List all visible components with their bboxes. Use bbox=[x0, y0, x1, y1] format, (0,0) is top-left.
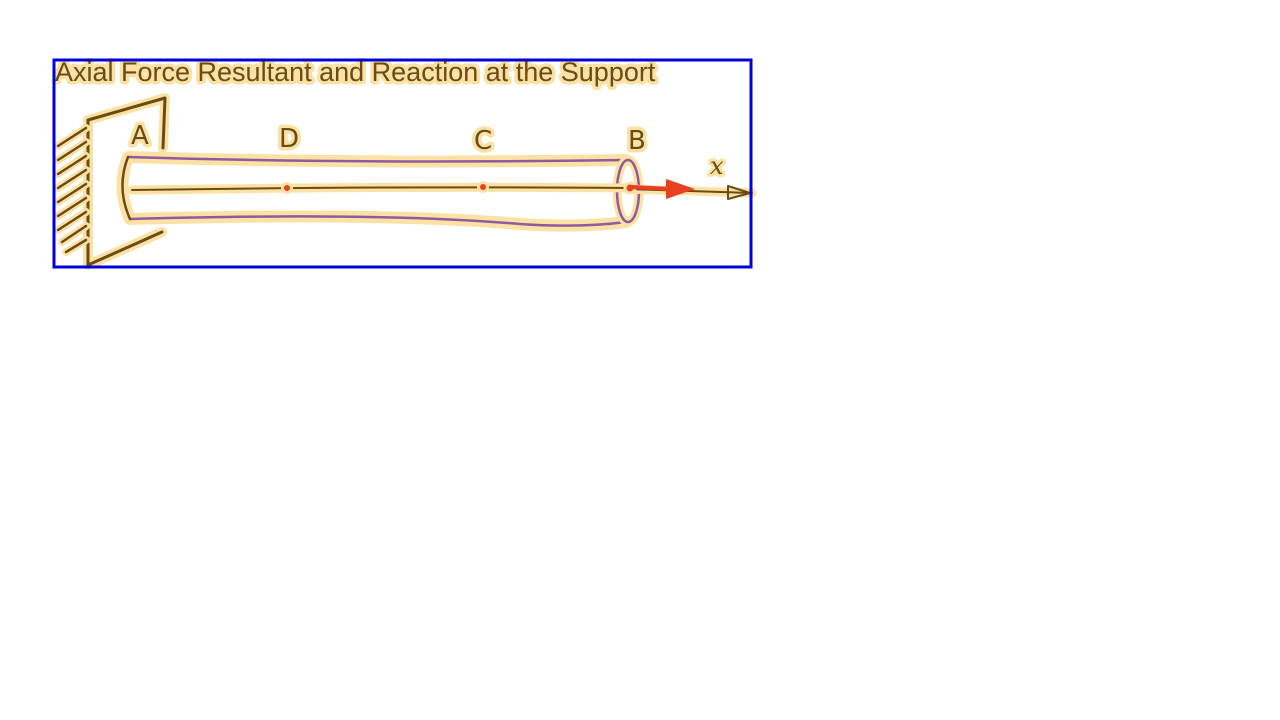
label-b: B bbox=[628, 126, 646, 156]
point-d-dot bbox=[281, 182, 293, 194]
label-a: A bbox=[131, 121, 149, 151]
bar-centerline bbox=[127, 182, 633, 195]
wall-hatching bbox=[54, 124, 90, 256]
force-arrowhead bbox=[666, 179, 695, 199]
point-c-dot bbox=[477, 181, 489, 193]
label-d: D bbox=[279, 124, 299, 154]
bar bbox=[116, 151, 644, 232]
selection-frame bbox=[52, 58, 753, 269]
axis-label-x: x bbox=[710, 152, 724, 180]
axial-force-arrow bbox=[630, 179, 695, 199]
x-axis-arrowhead bbox=[727, 185, 751, 200]
label-c: C bbox=[474, 126, 492, 156]
fixed-support bbox=[54, 93, 170, 270]
